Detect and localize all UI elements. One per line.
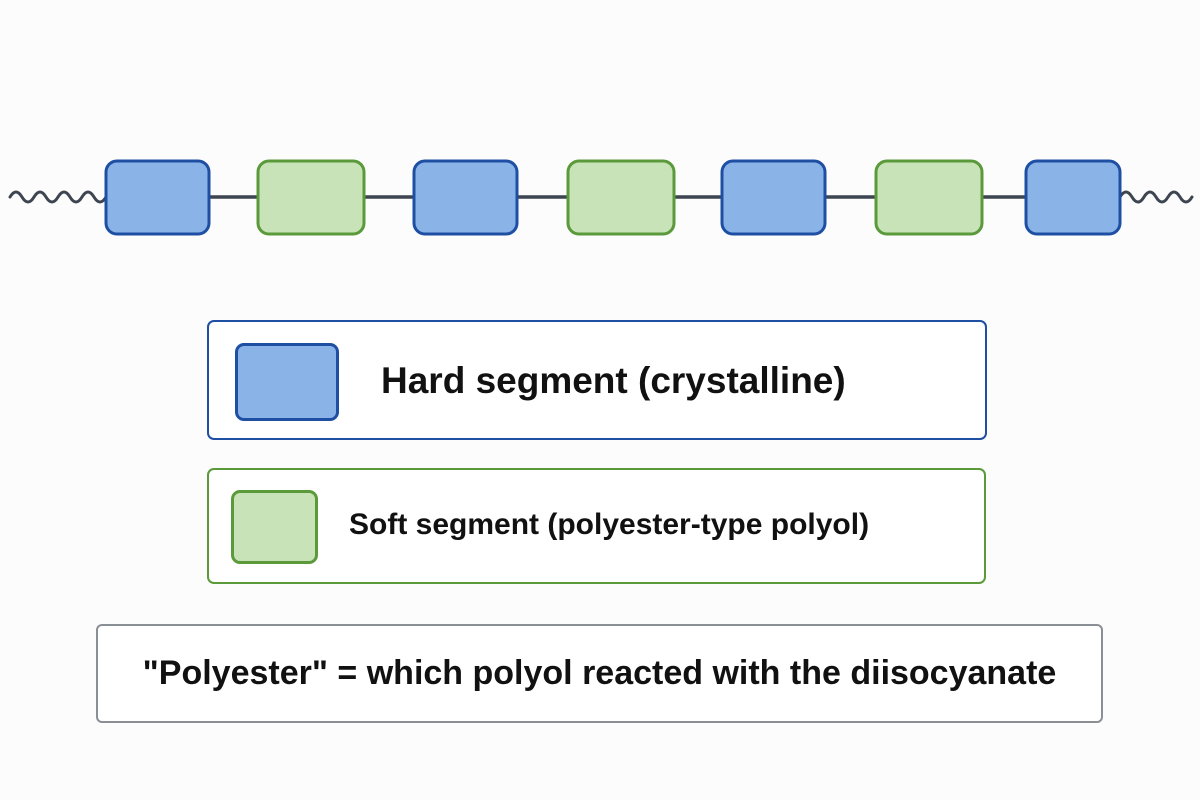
hard-segment-swatch xyxy=(235,343,339,421)
hard-segment-label: Hard segment (crystalline) xyxy=(381,360,846,401)
legend-soft-segment: Soft segment (polyester-type polyol) xyxy=(207,468,986,584)
polymer-chain xyxy=(8,159,1194,236)
soft-segment-swatch xyxy=(231,490,318,564)
soft-segment-block xyxy=(874,159,984,236)
hard-segment-block xyxy=(1024,159,1122,236)
note-box: "Polyester" = which polyol reacted with … xyxy=(96,624,1103,723)
soft-segment-label: Soft segment (polyester-type polyol) xyxy=(349,508,870,541)
chain-end-left-wavy xyxy=(8,190,108,204)
soft-segment-block xyxy=(566,159,676,236)
chain-end-right-wavy xyxy=(1118,190,1194,204)
legend-hard-segment: Hard segment (crystalline) xyxy=(207,320,987,440)
hard-segment-block xyxy=(412,159,519,236)
hard-segment-block xyxy=(720,159,827,236)
note-text: "Polyester" = which polyol reacted with … xyxy=(142,654,1057,692)
hard-segment-block xyxy=(104,159,211,236)
soft-segment-block xyxy=(256,159,366,236)
